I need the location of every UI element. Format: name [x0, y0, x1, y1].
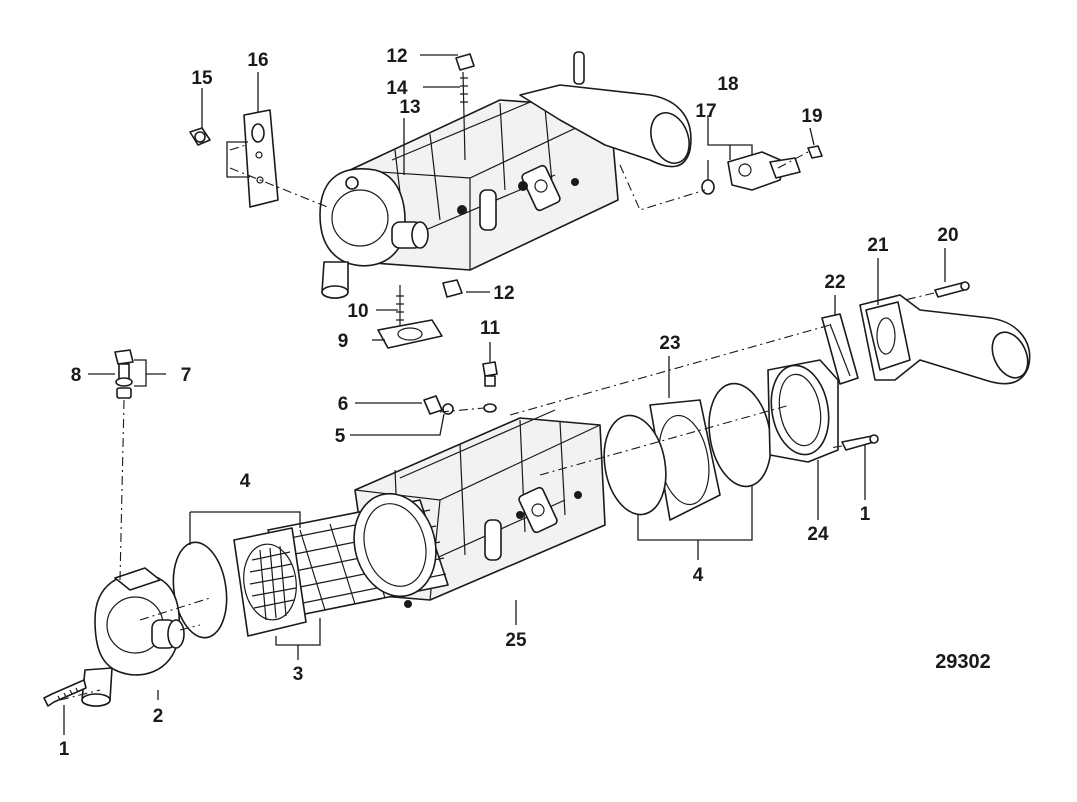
callout-labels: 15 16 12 14 13 12 10 9 18 17 19 21 20 22… [59, 46, 991, 760]
callout-2: 2 [153, 706, 164, 727]
outlet-elbow [859, 294, 1031, 385]
lower-assembly [43, 281, 1031, 707]
elbow-screw [934, 281, 970, 298]
figure-number: 29302 [935, 651, 991, 673]
elbow-gasket [821, 313, 859, 385]
callout-4-left: 4 [240, 471, 251, 492]
callout-17: 17 [695, 101, 716, 122]
callout-12-top: 12 [386, 46, 407, 67]
sensor-assembly [701, 145, 823, 195]
callout-22: 22 [824, 272, 845, 293]
callout-11: 11 [480, 318, 501, 339]
callout-9: 9 [338, 331, 349, 352]
lower-end-cap [81, 567, 185, 707]
upper-outlet-elbow [519, 51, 692, 168]
callout-4-right: 4 [693, 565, 704, 586]
callout-23: 23 [659, 333, 680, 354]
callout-12-bottom: 12 [493, 283, 514, 304]
callout-8: 8 [71, 365, 82, 386]
end-cover [767, 359, 839, 463]
callout-3: 3 [293, 664, 304, 685]
cap-screw-left [43, 679, 87, 707]
stud-and-nut-bottom [396, 279, 463, 330]
stud-and-nut-top [455, 53, 475, 161]
callout-16: 16 [247, 50, 268, 71]
callout-24: 24 [807, 524, 829, 545]
upper-end-cap [319, 168, 429, 299]
callout-15: 15 [191, 68, 213, 89]
drain-plug [114, 349, 134, 399]
callout-20: 20 [937, 225, 958, 246]
callout-6: 6 [338, 394, 349, 415]
sensor-gasket [377, 319, 443, 349]
callout-21: 21 [867, 235, 889, 256]
callout-14: 14 [386, 78, 408, 99]
tube-bundle [267, 492, 449, 616]
cap-screw-right [841, 434, 879, 451]
o-ring-right-a [603, 414, 667, 516]
callout-18: 18 [717, 74, 738, 95]
callout-10: 10 [347, 301, 368, 322]
callout-5: 5 [335, 426, 346, 447]
tube-sheet [233, 527, 307, 637]
callout-1-left: 1 [59, 739, 70, 760]
leader-lines [63, 54, 946, 735]
mounting-bracket [243, 109, 279, 208]
callout-7: 7 [181, 365, 192, 386]
callout-25: 25 [505, 630, 527, 651]
housing-plugs [423, 361, 498, 415]
bracket-bolt [189, 127, 211, 146]
callout-1-right: 1 [860, 504, 871, 525]
upper-assembly [189, 51, 823, 349]
callout-13: 13 [399, 97, 420, 118]
callout-19: 19 [801, 106, 822, 127]
